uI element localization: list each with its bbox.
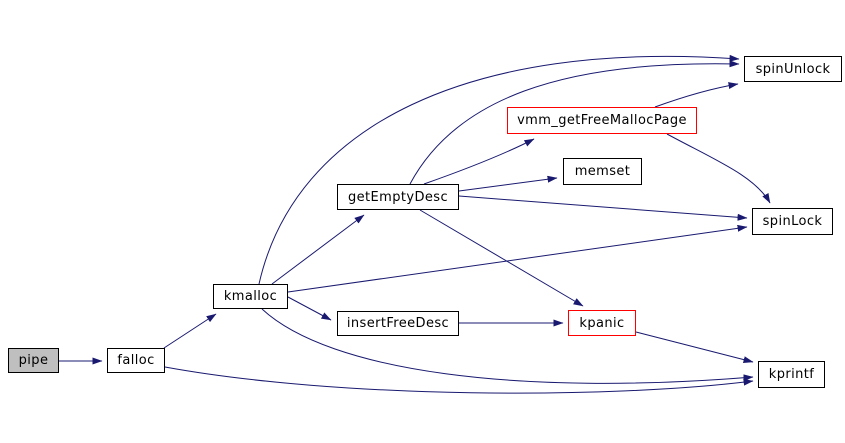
edge-getEmptyDesc-to-spinUnlock <box>409 60 740 185</box>
edge-getEmptyDesc-to-memset <box>458 175 558 192</box>
edge-falloc-to-kprintf <box>164 366 754 394</box>
node-spinLock[interactable]: spinLock <box>752 208 833 235</box>
node-label: kprintf <box>768 367 815 382</box>
node-spinUnlock[interactable]: spinUnlock <box>744 56 842 82</box>
edge-vmm_getFreeMallocPage-to-spinUnlock <box>654 82 739 108</box>
node-pipe[interactable]: pipe <box>8 348 59 373</box>
edge-kpanic-to-kprintf <box>635 331 754 364</box>
edge-falloc-to-kmalloc <box>163 313 217 349</box>
edge-getEmptyDesc-to-spinLock <box>458 195 748 221</box>
node-kmalloc[interactable]: kmalloc <box>213 284 288 309</box>
node-label: pipe <box>18 353 49 368</box>
edge-getEmptyDesc-to-kpanic <box>419 209 584 307</box>
node-getEmptyDesc[interactable]: getEmptyDesc <box>337 184 459 210</box>
node-label: kpanic <box>579 315 625 331</box>
edge-kmalloc-to-getEmptyDesc <box>271 214 365 285</box>
node-label: kmalloc <box>223 289 278 304</box>
edge-kmalloc-to-spinUnlock <box>258 54 740 285</box>
node-kprintf[interactable]: kprintf <box>758 361 825 388</box>
edge-kmalloc-to-insertFreeDesc <box>287 296 332 321</box>
node-label: getEmptyDesc <box>348 189 448 205</box>
edge-kmalloc-to-spinLock <box>287 224 748 293</box>
edges-group <box>59 54 771 394</box>
edge-kmalloc-to-kprintf <box>261 308 754 384</box>
node-label: falloc <box>117 353 155 368</box>
node-label: vmm_getFreeMallocPage <box>517 113 687 128</box>
node-falloc[interactable]: falloc <box>107 348 165 373</box>
node-label: memset <box>574 164 631 179</box>
node-label: insertFreeDesc <box>346 316 450 331</box>
node-kpanic[interactable]: kpanic <box>568 310 636 336</box>
node-insertFreeDesc[interactable]: insertFreeDesc <box>337 311 459 336</box>
edge-vmm_getFreeMallocPage-to-spinLock <box>666 133 771 204</box>
node-label: spinUnlock <box>755 61 831 77</box>
node-vmm_getFreeMallocPage[interactable]: vmm_getFreeMallocPage <box>507 107 697 134</box>
edge-getEmptyDesc-to-vmm_getFreeMallocPage <box>423 138 535 185</box>
node-label: spinLock <box>762 214 823 229</box>
node-memset[interactable]: memset <box>563 158 642 185</box>
